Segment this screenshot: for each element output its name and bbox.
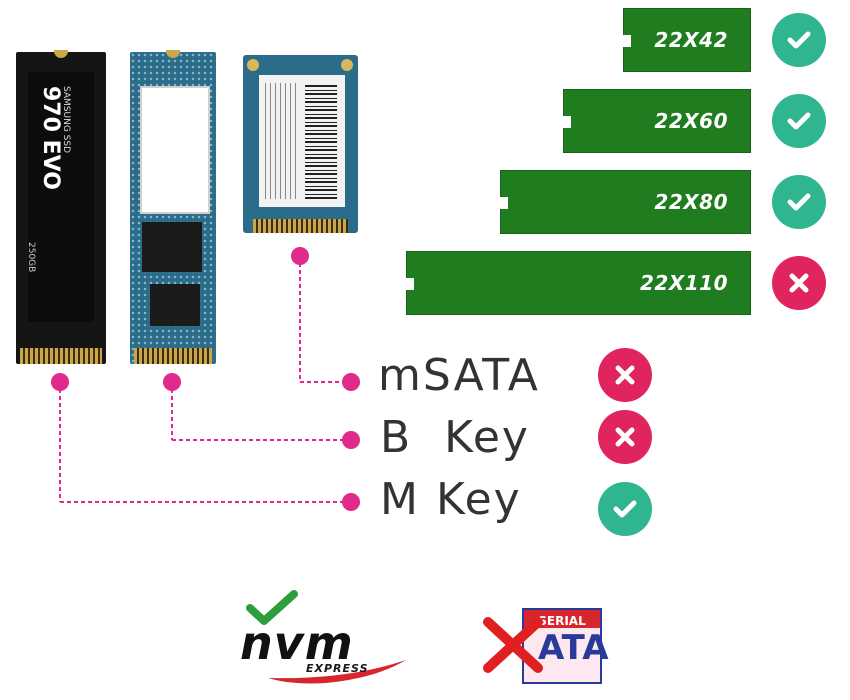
key-label-msata: mSATA (378, 350, 540, 401)
bar-key-notch (406, 278, 414, 290)
connector-dot-msata-end (342, 373, 360, 391)
bar-key-notch (563, 116, 571, 128)
connector-dot-mkey-top (51, 373, 69, 391)
msata-unsupported-badge (598, 348, 652, 402)
length-bar-22x60: 22X60 (563, 89, 751, 153)
drive-screw-notch (166, 50, 180, 58)
drive-gold-contacts (20, 348, 102, 364)
connector-dot-msata-top (291, 247, 309, 265)
bar-key-notch (500, 197, 508, 209)
nvme-check-icon (246, 590, 298, 625)
b-key-unsupported-badge (598, 410, 652, 464)
22x80-supported-badge (772, 175, 826, 229)
drive-chip (150, 284, 200, 326)
length-label-22x42: 22X42 (654, 28, 728, 52)
sata-logo-main-text: ATA (538, 628, 609, 668)
key-label-b-key: B Key (380, 412, 530, 463)
connector-dot-bkey-top (163, 373, 181, 391)
drive-msata-ssd (243, 55, 358, 233)
nvme-logo-subtext: EXPRESS (306, 662, 369, 675)
length-bar-22x110: 22X110 (406, 251, 751, 315)
sata-logo-header: SERIAL (524, 610, 600, 628)
drive-barcode-label (259, 75, 345, 207)
check-icon (787, 112, 811, 130)
bar-key-notch (623, 35, 631, 47)
cross-icon (615, 427, 635, 447)
drive-mount-hole (247, 59, 259, 71)
connector-dot-mkey-end (342, 493, 360, 511)
connector-dot-bkey-end (342, 431, 360, 449)
22x110-unsupported-badge (772, 256, 826, 310)
length-label-22x110: 22X110 (640, 271, 728, 295)
key-label-m-key: M Key (380, 474, 522, 525)
nvme-logo-text: nvm (240, 616, 354, 670)
nvme-swoosh-icon (268, 660, 406, 684)
22x60-supported-badge (772, 94, 826, 148)
barcode-icon (305, 83, 337, 199)
check-icon (787, 31, 811, 49)
check-icon (613, 500, 637, 518)
drive-gold-contacts (134, 348, 212, 364)
cross-icon (615, 365, 635, 385)
length-bar-22x42: 22X42 (623, 8, 751, 72)
drive-chip (142, 222, 202, 272)
nvme-express-logo: nvm EXPRESS (236, 616, 416, 688)
sata-cross-icon (483, 617, 543, 673)
drive-blank-label (140, 86, 210, 214)
22x42-supported-badge (772, 13, 826, 67)
drive-b-key-ssd (130, 50, 216, 364)
length-label-22x60: 22X60 (654, 109, 728, 133)
drive-mount-hole (341, 59, 353, 71)
length-label-22x80: 22X80 (654, 190, 728, 214)
drive-gold-contacts (253, 219, 348, 233)
drive-label-stripe (28, 72, 94, 322)
length-bar-22x80: 22X80 (500, 170, 751, 234)
m-key-supported-badge (598, 482, 652, 536)
drive-samsung-970-evo: SAMSUNG SSD 970 EVO 250GB (16, 50, 106, 364)
sata-logo-top-text: SERIAL (538, 614, 586, 628)
cross-icon (789, 273, 809, 293)
drive-screw-notch (54, 50, 68, 58)
check-icon (787, 193, 811, 211)
label-fine-print (265, 83, 299, 199)
